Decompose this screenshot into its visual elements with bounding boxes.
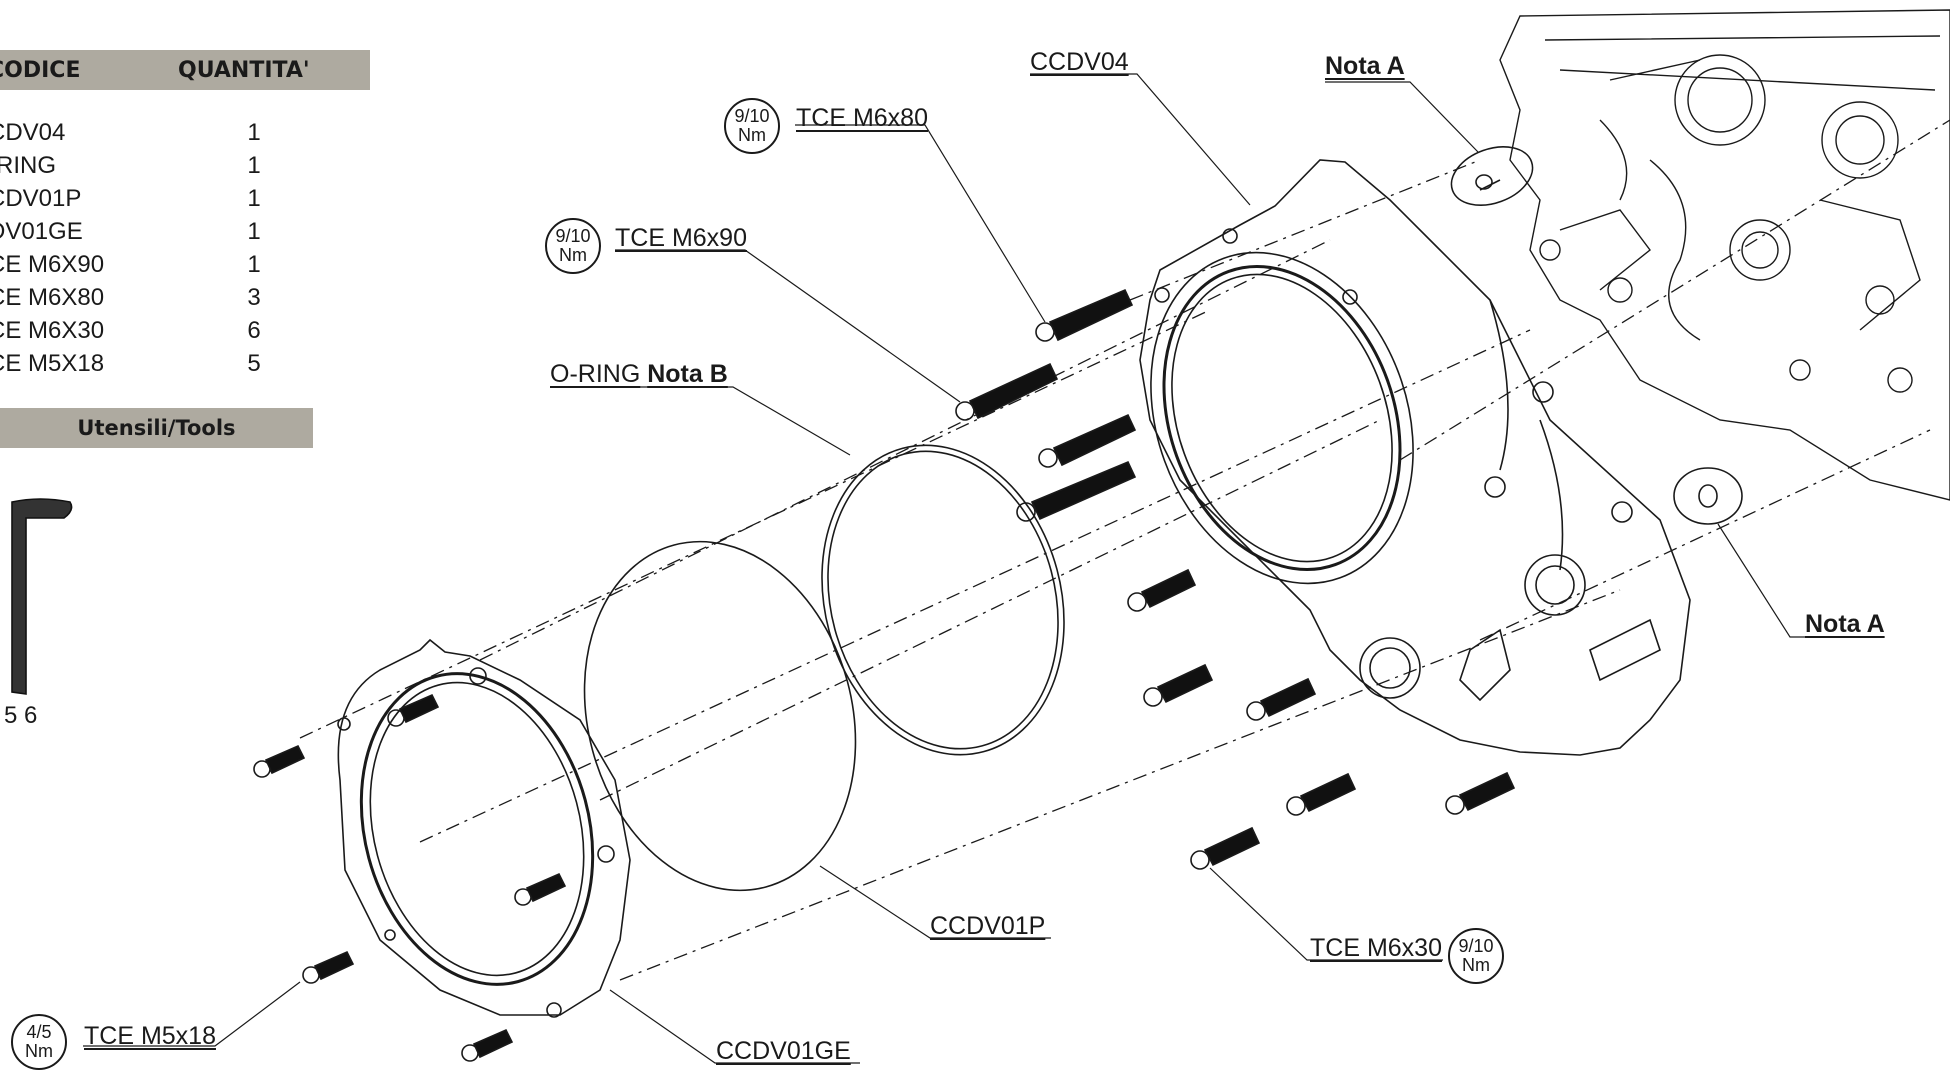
torque-value: 4/5 — [26, 1022, 52, 1043]
bolt-m5x18 — [253, 744, 306, 778]
bom-code: CDV04 — [0, 118, 66, 146]
bom-row: CE M6X30 6 — [0, 314, 370, 347]
bolt-m6x90 — [955, 362, 1059, 421]
bolt-m6x30 — [1286, 772, 1357, 816]
bom-qty: 3 — [247, 283, 261, 311]
bom-row: -RING 1 — [0, 149, 370, 182]
label-tce-m5x18: TCE M5x18 — [84, 1022, 216, 1050]
bolt-m6x80 — [1016, 460, 1137, 522]
bom-code: DV01GE — [0, 217, 83, 245]
bom-code: CE M6X80 — [0, 283, 105, 311]
bom-row: CE M5X18 5 — [0, 347, 370, 380]
o-ring — [821, 444, 1065, 756]
bom-qty: 1 — [247, 118, 261, 146]
label-nota-b: Nota B — [647, 360, 728, 388]
engine-crankcase — [1499, 9, 1950, 501]
washer-nota-a-right — [1673, 467, 1743, 525]
bolt-m6x80 — [1038, 413, 1137, 468]
bolt-m6x30 — [1190, 826, 1261, 870]
torque-badge-m6x80: 9/10 Nm — [724, 98, 780, 154]
bom-qty: 1 — [247, 217, 261, 245]
label-nota-a-right: Nota A — [1805, 610, 1885, 638]
label-ccdv04: CCDV04 — [1030, 48, 1129, 76]
tools-header: Utensili/Tools — [0, 408, 313, 448]
bom-code: CE M6X90 — [0, 250, 105, 278]
label-nota-a-top: Nota A — [1325, 52, 1405, 80]
label-ccdv01p: CCDV01P — [930, 912, 1046, 940]
bom-code: CE M6X30 — [0, 316, 105, 344]
bom-qty: 1 — [247, 151, 261, 179]
torque-unit: Nm — [1462, 955, 1490, 975]
label-ccdv01ge: CCDV01GE — [716, 1037, 851, 1065]
bom-row: CDV04 1 — [0, 116, 370, 149]
bom-table: CODICE QUANTITA' CDV04 1 -RING 1 CDV01P 1 D… — [0, 50, 370, 380]
bolt-m6x30 — [1445, 771, 1516, 815]
torque-unit: Nm — [738, 125, 766, 145]
bom-qty: 5 — [247, 349, 261, 377]
assembly-axes — [299, 119, 1950, 981]
clutch-cover-ccdv04 — [1139, 159, 1691, 756]
torque-unit: Nm — [559, 245, 587, 265]
torque-unit: Nm — [25, 1041, 53, 1061]
bom-qty: 1 — [247, 184, 261, 212]
bolts — [253, 288, 1516, 1062]
outer-ring-ccdv01ge — [337, 638, 631, 1018]
torque-badge-m6x90: 9/10 Nm — [545, 218, 601, 274]
bom-code: CDV01P — [0, 184, 82, 212]
label-tce-m6x90: TCE M6x90 — [615, 224, 747, 252]
bolt-m6x30 — [1143, 663, 1214, 707]
transparent-plate-ccdv01p — [583, 540, 857, 892]
bolt-m5x18 — [514, 872, 567, 906]
bom-row: CDV01P 1 — [0, 182, 370, 215]
label-tce-m6x30: TCE M6x30 — [1310, 934, 1442, 962]
torque-value: 9/10 — [1458, 936, 1494, 957]
bolt-m5x18 — [302, 950, 355, 984]
bom-code: CE M5X18 — [0, 349, 105, 377]
torque-value: 9/10 — [734, 106, 770, 127]
torque-value: 9/10 — [555, 226, 591, 247]
bom-row: DV01GE 1 — [0, 215, 370, 248]
bolt-m5x18 — [387, 693, 440, 727]
bom-qty: 1 — [247, 250, 261, 278]
bom-header-code: CODICE — [0, 57, 81, 83]
label-oring: O-RING Nota B — [550, 362, 728, 387]
bom-header-qty: QUANTITA' — [178, 57, 310, 83]
bolt-m6x30 — [1246, 677, 1317, 721]
bom-header: CODICE QUANTITA' — [0, 50, 370, 90]
bolt-m6x80 — [1035, 288, 1134, 342]
bom-code: -RING — [0, 151, 56, 179]
torque-badge-m6x30: 9/10 Nm — [1448, 928, 1504, 984]
label-oring-text: O-RING — [550, 360, 641, 388]
gasket-nota-a-top — [1450, 146, 1534, 206]
allen-key-icon — [11, 498, 73, 695]
bom-row: CE M6X80 3 — [0, 281, 370, 314]
label-tce-m6x80: TCE M6x80 — [796, 104, 928, 132]
bolt-m5x18 — [461, 1028, 514, 1062]
bom-row: CE M6X90 1 — [0, 248, 370, 281]
leader-lines — [83, 73, 1805, 1064]
torque-badge-m5x18: 4/5 Nm — [11, 1014, 67, 1070]
bolt-m6x30 — [1127, 568, 1197, 612]
bom-qty: 6 — [247, 316, 261, 344]
wrench-sizes: 5 6 — [4, 702, 38, 729]
